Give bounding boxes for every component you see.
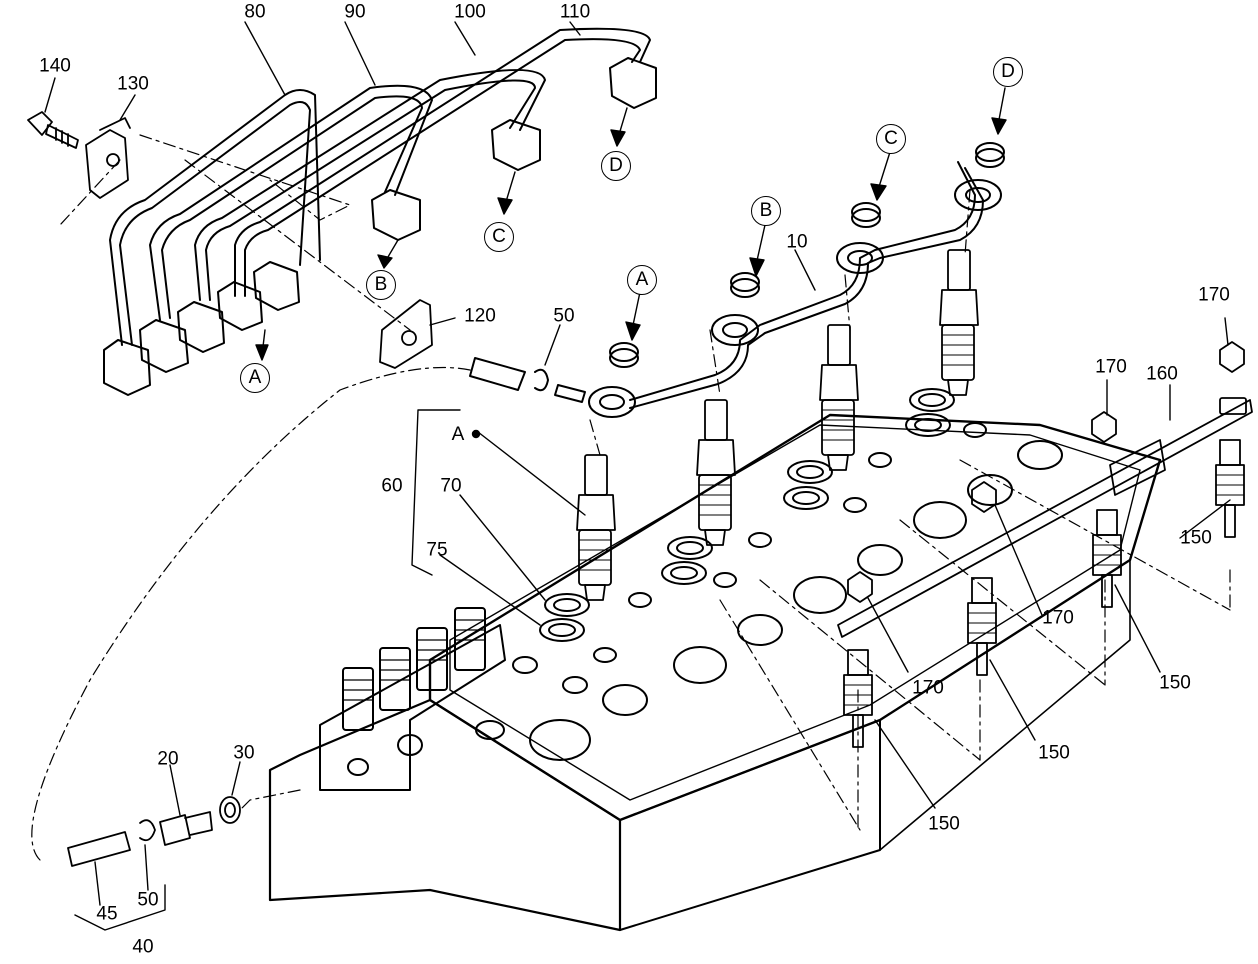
marker-c-injector: C — [876, 124, 906, 154]
label-45: 45 — [96, 903, 118, 925]
label-120: 120 — [464, 305, 496, 327]
label-160: 160 — [1146, 363, 1178, 385]
injection-pump — [319, 607, 506, 791]
label-50-upper: 50 — [553, 305, 575, 327]
fuel-line-bundle — [103, 27, 657, 396]
marker-c-pump: C — [484, 222, 514, 252]
label-80: 80 — [244, 1, 266, 23]
label-100: 100 — [454, 1, 486, 23]
point-a-label: A — [451, 424, 465, 445]
label-75: 75 — [426, 539, 448, 561]
leak-off-line — [469, 142, 1005, 418]
label-170-top-right: 170 — [1198, 284, 1230, 306]
cylinder-head — [268, 413, 1162, 932]
marker-b-pump: B — [366, 270, 396, 300]
clamp-and-bolt — [27, 111, 433, 369]
marker-b-injector: B — [751, 196, 781, 226]
dashed-leaders — [31, 134, 1231, 861]
label-90: 90 — [344, 1, 366, 23]
label-130: 130 — [117, 73, 149, 95]
marker-d-pump: D — [601, 151, 631, 181]
marker-a-pump: A — [240, 363, 270, 393]
label-70: 70 — [440, 475, 462, 497]
seal-washers — [539, 388, 955, 642]
injectors — [576, 249, 979, 601]
label-150-right: 150 — [1180, 527, 1212, 549]
glow-plug-assembly — [837, 341, 1253, 748]
label-170-center: 170 — [1042, 607, 1074, 629]
label-50-lower: 50 — [137, 889, 159, 911]
label-110: 110 — [559, 1, 591, 23]
label-150-center: 150 — [1038, 742, 1070, 764]
label-150-lower: 150 — [928, 813, 960, 835]
label-170-lower: 170 — [912, 677, 944, 699]
label-10: 10 — [786, 231, 808, 253]
label-30: 30 — [233, 742, 255, 764]
leader-lines — [44, 21, 1231, 931]
marker-d-injector: D — [993, 57, 1023, 87]
label-20: 20 — [157, 748, 179, 770]
label-140: 140 — [39, 55, 71, 77]
label-150-center-right: 150 — [1159, 672, 1191, 694]
marker-a-injector: A — [627, 265, 657, 295]
label-170-mid: 170 — [1095, 356, 1127, 378]
return-fitting — [67, 796, 241, 867]
label-40: 40 — [132, 936, 154, 958]
label-60: 60 — [381, 475, 403, 497]
